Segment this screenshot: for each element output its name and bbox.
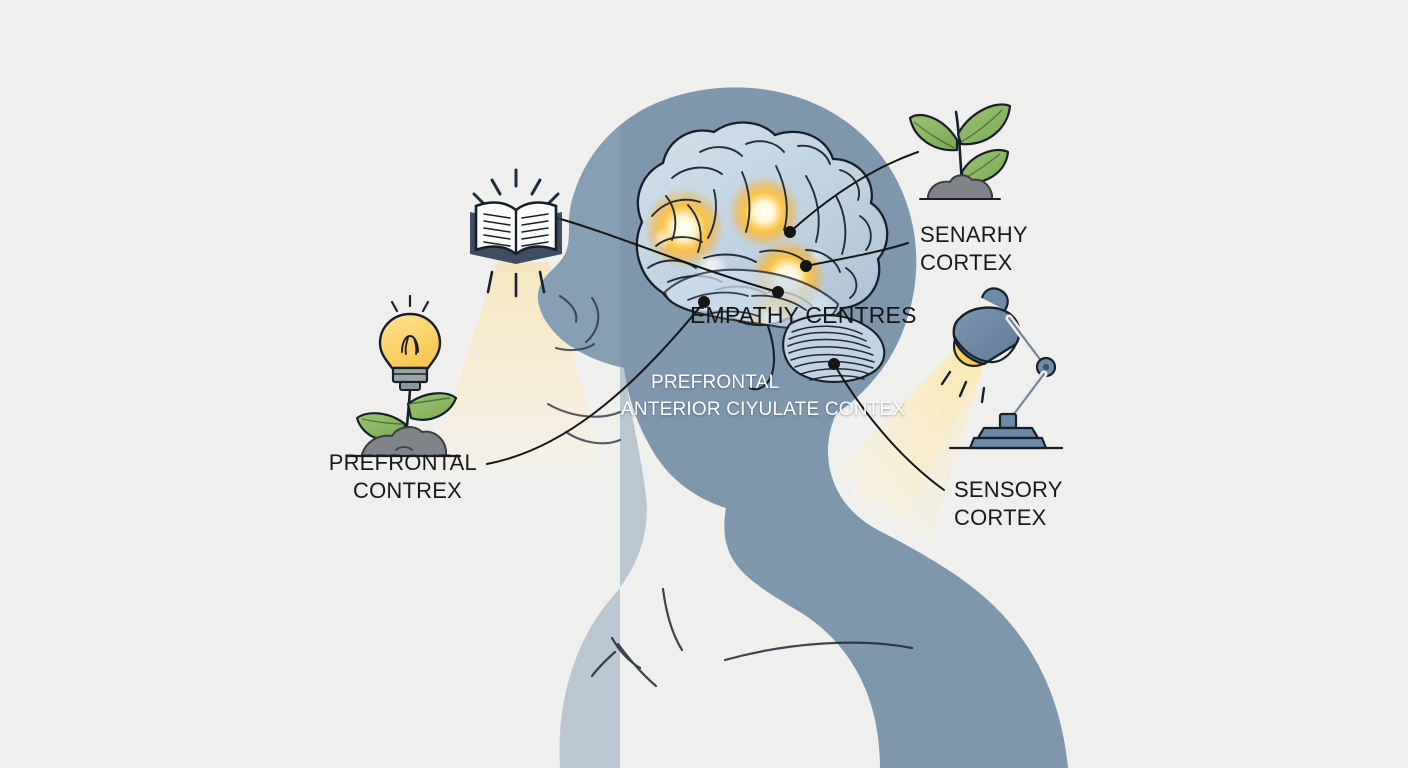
lamp-light-beam (836, 337, 988, 540)
connector-sensory (833, 363, 945, 491)
label-prefrontal-contrex-line1: PREFRONTAL (328, 450, 477, 475)
sprout-icon (908, 103, 1012, 200)
label-senarhy-cortex-line2: CORTEX (920, 250, 1013, 275)
connector-sprout (789, 151, 919, 233)
label-empathy-centres: EMPATHY CENTRES (690, 302, 917, 328)
lightbulb-sprout-icon (346, 294, 462, 458)
desk-lamp-icon (940, 287, 1064, 450)
label-prefrontal-inner: PREFRONTAL (651, 372, 780, 393)
label-sensory-cortex-line2: CORTEX (954, 505, 1047, 530)
label-anterior-cingulate-cortex: ANTERIOR CIYULATE CONTEX (621, 399, 906, 420)
open-book-icon (470, 168, 562, 298)
connector-lines (486, 151, 945, 491)
connector-prefrontal (486, 301, 705, 465)
brain-illustration (635, 121, 889, 391)
label-senarhy-cortex-line1: SENARHY (920, 222, 1028, 247)
cerebellum (782, 314, 886, 383)
label-sensory-cortex-line1: SENSORY (954, 477, 1063, 502)
connector-senarhy (805, 242, 909, 267)
connector-book (556, 217, 779, 293)
label-prefrontal-contrex-line2: CONTREX (353, 478, 462, 503)
